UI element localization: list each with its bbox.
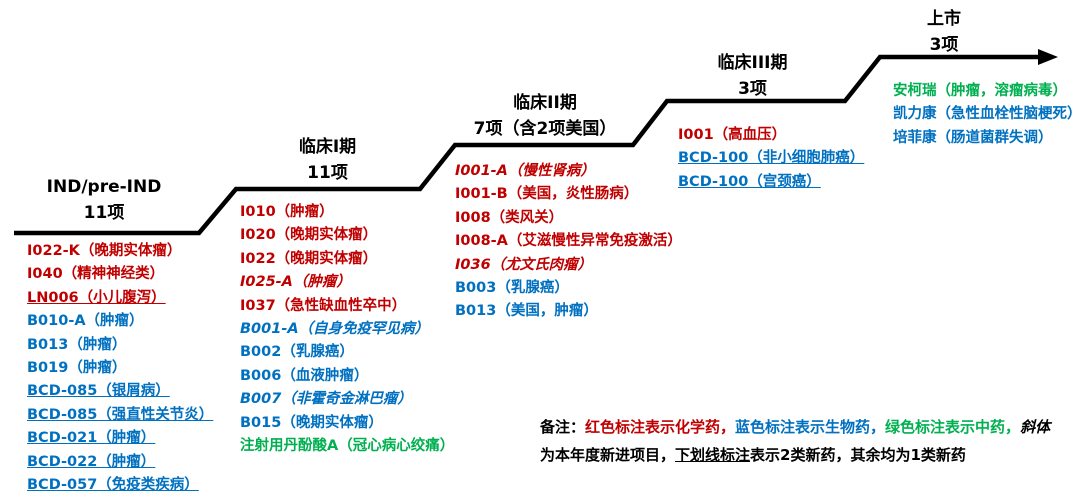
pipeline-item: I037（急性缺血性卒中）: [240, 297, 407, 314]
pipeline-item: 凯力康（急性血栓性脑梗死）: [893, 106, 1080, 123]
pipeline-item: LN006（小儿腹泻）: [27, 289, 166, 306]
stage-label-phase2: 临床II期 7项（含2项美国）: [435, 90, 655, 142]
pipeline-item: 注射用丹酚酸A（冠心病心绞痛）: [240, 438, 455, 455]
note-segment: 红色标注表示化学药，: [585, 418, 736, 436]
pipeline-item: B015（晚期实体瘤）: [240, 414, 383, 431]
note-segment: 绿色标注表示中药，: [885, 418, 1021, 436]
pipeline-item: I025-A（肿瘤）: [240, 274, 351, 291]
stage-label-ind: IND/pre-IND 11项: [18, 174, 190, 226]
pipeline-item: B013（美国，肿瘤）: [455, 303, 598, 320]
pipeline-item: 培菲康（肠道菌群失调）: [893, 129, 1053, 146]
pipeline-item: 安柯瑞（肿瘤，溶瘤病毒）: [893, 83, 1067, 99]
stage-items-phase3: I001（高血压） BCD-100（非小细胞肺癌） BCD-100（宫颈癌）: [678, 124, 864, 194]
note-segment: 备注：: [540, 418, 586, 436]
pipeline-item: BCD-022（肿瘤）: [27, 453, 156, 470]
pipeline-item: BCD-057（免疫类疾病）: [27, 477, 199, 494]
stage-label-phase3: 临床III期 3项: [665, 50, 840, 102]
note-segment: 下划线标注: [675, 446, 751, 464]
pipeline-item: BCD-100（非小细胞肺癌）: [678, 150, 865, 167]
pipeline-item: I040（精神神经类）: [27, 266, 165, 283]
pipeline-item: BCD-085（强直性关节炎）: [27, 406, 214, 423]
pipeline-item: BCD-085（银屑病）: [27, 383, 170, 400]
pipeline-item: B001-A（自身免疫罕见病）: [240, 321, 430, 338]
stage-name: IND/pre-IND: [46, 177, 162, 197]
pipeline-item: I001-B（美国，炎性肠病）: [455, 186, 639, 203]
stage-count: 3项: [738, 79, 767, 99]
stage-name: 临床II期: [513, 93, 577, 113]
note-segment: 斜体: [1020, 418, 1051, 436]
pipeline-item: I010（肿瘤）: [240, 204, 334, 220]
pipeline-item: B007（非霍奇金淋巴瘤）: [240, 391, 412, 408]
pipeline-item: I001-A（慢性肾病）: [455, 163, 595, 179]
note-line: 备注：红色标注表示化学药，蓝色标注表示生物药，绿色标注表示中药，斜体: [540, 413, 1050, 441]
pipeline-item: I008-A（艾滋慢性异常免疫激活）: [455, 233, 682, 250]
note-segment: 为本年度新进项目，: [540, 446, 676, 464]
pipeline-item: B003（乳腺癌）: [455, 280, 569, 297]
pipeline-item: BCD-100（宫颈癌）: [678, 173, 821, 190]
stage-count: 3项: [929, 35, 959, 55]
pipeline-item: BCD-021（肿瘤）: [27, 430, 156, 447]
stage-name: 上市: [927, 9, 961, 29]
pipeline-item: B002（乳腺癌）: [240, 344, 354, 361]
pipeline-item: I036（尤文氏肉瘤）: [455, 256, 593, 273]
pipeline-item: I022-K（晚期实体瘤）: [27, 243, 182, 259]
stage-name: 临床I期: [298, 137, 357, 157]
pipeline-item: I008（类风关）: [455, 209, 564, 226]
note-segment: 蓝色标注表示生物药，: [735, 418, 886, 436]
stage-items-ind: I022-K（晚期实体瘤） I040（精神神经类） LN006（小儿腹泻） B010-…: [27, 240, 213, 497]
note-segment: 表示2类新药，其余均为1类新药: [750, 446, 966, 464]
pipeline-item: B013（肿瘤）: [27, 336, 127, 353]
pipeline-item: B006（血液肿瘤）: [240, 367, 369, 384]
pipeline-item: I001（高血压）: [678, 127, 787, 143]
legend-note: 备注：红色标注表示化学药，蓝色标注表示生物药，绿色标注表示中药，斜体为本年度新进…: [540, 413, 1050, 469]
stage-count: 7项（含2项美国）: [473, 119, 617, 139]
stage-items-phase1: I010（肿瘤） I020（晚期实体瘤） I022（晚期实体瘤） I025-A（肿瘤）…: [240, 201, 454, 458]
pipeline-item: B019（肿瘤）: [27, 360, 127, 377]
pipeline-item: B010-A（肿瘤）: [27, 313, 144, 330]
stage-items-market: 安柯瑞（肿瘤，溶瘤病毒） 凯力康（急性血栓性脑梗死） 培菲康（肠道菌群失调）: [893, 80, 1080, 150]
stage-items-phase2: I001-A（慢性肾病） I001-B（美国，炎性肠病） I008（类风关） I008…: [455, 160, 682, 324]
note-line: 为本年度新进项目，下划线标注表示2类新药，其余均为1类新药: [540, 441, 1050, 469]
stage-label-phase1: 临床I期 11项: [245, 134, 410, 186]
stage-count: 11项: [307, 163, 348, 183]
stage-name: 临床III期: [717, 53, 788, 73]
stage-label-market: 上市 3项: [860, 6, 1028, 58]
pipeline-item: I022（晚期实体瘤）: [240, 250, 378, 267]
pipeline-item: I020（晚期实体瘤）: [240, 227, 378, 244]
stage-count: 11项: [83, 203, 125, 223]
